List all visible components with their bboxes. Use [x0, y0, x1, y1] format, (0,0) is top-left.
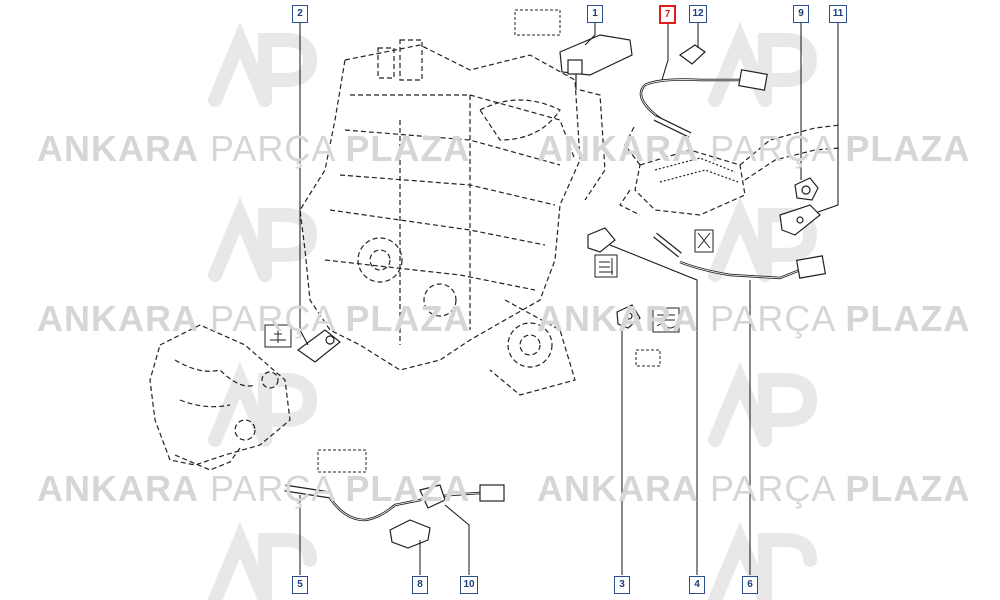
leader-lines [299, 22, 839, 575]
watermark-word: PLAZA [845, 468, 971, 509]
watermark-text-row: ANKARA PARÇA PLAZA [537, 128, 970, 170]
callout-4[interactable]: 4 [689, 576, 705, 594]
watermark-text-row: ANKARA PARÇA PLAZA [37, 128, 470, 170]
watermark-text-row: ANKARA PARÇA PLAZA [37, 468, 470, 510]
watermark-text-row: ANKARA PARÇA PLAZA [537, 298, 970, 340]
clip-10 [419, 484, 446, 509]
bracket-11 [779, 204, 821, 236]
watermark-word: PLAZA [845, 298, 971, 339]
watermark-logo [708, 21, 818, 107]
callout-5[interactable]: 5 [292, 576, 308, 594]
oxygen-sensor-upstream [639, 69, 768, 138]
watermark-word: PLAZA [345, 298, 471, 339]
callout-6[interactable]: 6 [742, 576, 758, 594]
placeholder-boxes [317, 9, 661, 473]
watermark-word: PARÇA [710, 298, 835, 339]
oxygen-sensor-lower [284, 484, 505, 522]
watermark-word: ANKARA [537, 468, 699, 509]
callout-3[interactable]: 3 [614, 576, 630, 594]
engine-block [299, 39, 606, 396]
callout-9[interactable]: 9 [793, 5, 809, 23]
watermark-text-row: ANKARA PARÇA PLAZA [537, 468, 970, 510]
watermark-word: PARÇA [210, 298, 335, 339]
warning-symbol-icon [694, 229, 714, 253]
coolant-temp-sensor-3 [616, 304, 641, 329]
symbol-icons [264, 229, 714, 348]
watermark-word: ANKARA [37, 298, 199, 339]
catalytic-converter [619, 124, 841, 216]
watermark-word: PARÇA [710, 468, 835, 509]
watermark-word: PARÇA [210, 468, 335, 509]
temp-symbol-icon [594, 254, 618, 278]
knock-symbol-icon [264, 324, 292, 348]
callout-7-selected[interactable]: 7 [659, 5, 676, 24]
watermark-word: PLAZA [845, 128, 971, 169]
watermark-logo [208, 21, 318, 107]
callout-12[interactable]: 12 [689, 5, 707, 23]
clip-12 [678, 44, 706, 65]
oxygen-sensor-downstream [653, 232, 827, 280]
exhaust-manifold [149, 324, 291, 471]
watermark-word: PLAZA [345, 128, 471, 169]
callout-1[interactable]: 1 [587, 5, 603, 23]
watermark-word: ANKARA [37, 468, 199, 509]
grommet-9 [794, 177, 819, 201]
watermark-logo [208, 361, 318, 447]
watermark-logo [708, 361, 818, 447]
watermark-word: PARÇA [710, 128, 835, 169]
watermark-word: PLAZA [345, 468, 471, 509]
callout-2[interactable]: 2 [292, 5, 308, 23]
map-sensor [559, 34, 633, 90]
callout-11[interactable]: 11 [829, 5, 847, 23]
watermark-word: ANKARA [537, 128, 699, 169]
watermark-logo [708, 521, 817, 600]
bracket-8 [389, 519, 431, 549]
coolant-symbol-icon [652, 307, 680, 333]
watermark-text-row: ANKARA PARÇA PLAZA [37, 298, 470, 340]
watermark-word: PARÇA [210, 128, 335, 169]
watermark-word: ANKARA [37, 128, 199, 169]
watermark-word: ANKARA [537, 298, 699, 339]
sensor-4 [587, 227, 616, 253]
watermark-logo [208, 196, 318, 282]
knock-sensor-2 [296, 329, 341, 363]
callout-10[interactable]: 10 [460, 576, 478, 594]
callout-8[interactable]: 8 [412, 576, 428, 594]
